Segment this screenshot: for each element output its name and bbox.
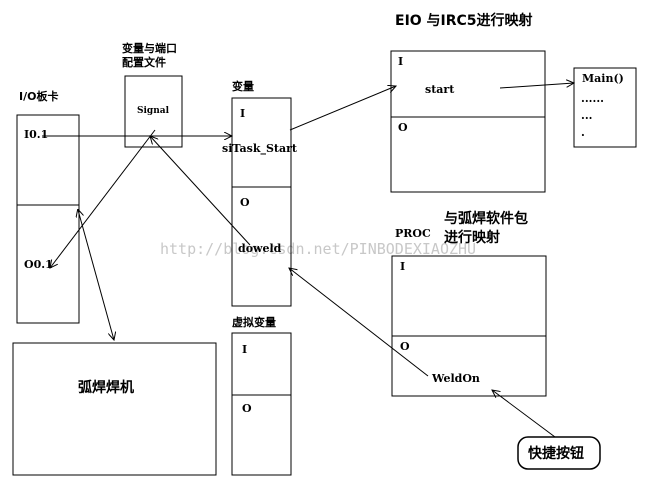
proc-title-2: 进行映射 <box>444 229 500 246</box>
io-input-label: I0.1 <box>24 128 48 141</box>
quick-button-label: 快捷按钮 <box>528 445 584 462</box>
main-line-3: . <box>581 126 585 139</box>
signal-config-title-2: 配置文件 <box>122 55 166 69</box>
variables-output-var: doweld <box>238 242 282 255</box>
welder-box <box>12 342 217 476</box>
arrow-start-to-main <box>499 83 574 89</box>
variables-input-var: siTask_Start <box>222 142 298 156</box>
eio-box <box>390 50 546 193</box>
main-title: Main() <box>582 72 624 85</box>
variables-box <box>231 97 292 307</box>
proc-box <box>391 255 547 397</box>
signal-config-box <box>124 75 183 148</box>
proc-output-var: WeldOn <box>431 372 480 385</box>
io-output-label: O0.1 <box>24 258 53 271</box>
signal-config-title-1: 变量与端口 <box>122 41 177 55</box>
io-card-box <box>16 114 80 324</box>
main-box <box>573 67 637 148</box>
virtual-vars-box <box>231 332 292 476</box>
watermark: http://blog.csdn.net/PINBODEXIAOZHU <box>160 240 476 258</box>
proc-title-1: 与弧焊软件包 <box>444 210 528 227</box>
io-card-title: I/O板卡 <box>19 89 58 103</box>
eio-output-section: O <box>398 121 408 134</box>
virtual-vars-title: 虚拟变量 <box>232 315 276 329</box>
eio-input-var: start <box>425 83 455 96</box>
proc-input-section: I <box>400 260 405 273</box>
welder-label: 弧焊焊机 <box>78 379 134 396</box>
variables-output-section: O <box>240 196 250 209</box>
arrow-card-welder <box>78 210 114 340</box>
quick-button <box>517 436 601 470</box>
arrow-doweld-to-signal <box>150 136 251 246</box>
arrow-variables-to-eio <box>289 86 396 131</box>
eio-input-section: I <box>398 55 403 68</box>
proc-output-section: O <box>400 340 410 353</box>
eio-title: EIO 与IRC5进行映射 <box>395 12 533 29</box>
signal-label: Signal <box>137 106 170 116</box>
proc-label: PROC <box>395 227 431 240</box>
main-line-2: ... <box>581 109 593 122</box>
virtual-vars-input-section: I <box>242 343 247 356</box>
main-line-1: ...... <box>581 92 604 105</box>
arrow-weldon-to-doweld <box>289 268 429 377</box>
variables-title: 变量 <box>232 79 254 93</box>
arrow-button-to-weldon <box>492 390 556 438</box>
arrow-signal-to-output <box>50 129 156 268</box>
virtual-vars-output-section: O <box>242 402 252 415</box>
variables-input-section: I <box>240 107 245 120</box>
